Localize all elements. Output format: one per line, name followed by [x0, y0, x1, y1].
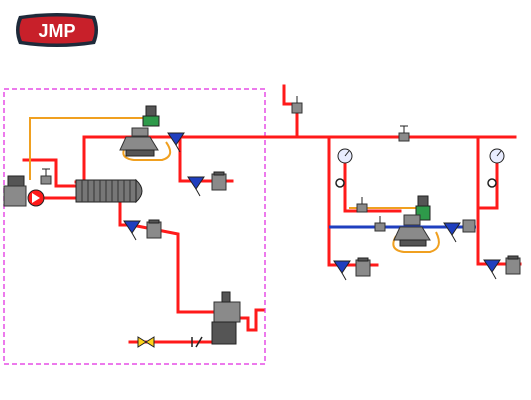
siphon-icon-2 — [487, 178, 497, 188]
logo-text: JMP — [38, 21, 75, 41]
steam-trap-icon-2 — [146, 219, 162, 239]
pressure-reducing-valve-icon-2 — [393, 195, 431, 247]
package-boundary — [3, 88, 266, 365]
gauge-riser-pipe-2 — [477, 161, 499, 210]
steam-trap-icon-4 — [505, 255, 521, 275]
strainer-icon-5 — [443, 222, 461, 243]
gate-valve-icon-4 — [356, 197, 368, 213]
exchanger-drain-pipe — [118, 198, 216, 314]
tank-vent-pipe — [238, 308, 265, 332]
pilot-loop-2 — [392, 231, 440, 253]
steam-trap-icon-1 — [211, 171, 227, 191]
pressure-reducing-valve-icon — [119, 105, 160, 157]
strainer-icon-6 — [483, 259, 501, 280]
check-valve-icon — [191, 336, 203, 348]
tank-icon — [211, 291, 241, 345]
gauge-riser-pipe — [343, 161, 402, 213]
gate-valve-icon-2 — [291, 96, 303, 114]
jmp-logo: JMP — [16, 13, 98, 47]
pump-suction-pipe — [22, 158, 78, 188]
gate-valve-icon-1 — [40, 168, 52, 185]
strainer-icon-2 — [187, 176, 205, 197]
gate-valve-icon-3 — [398, 125, 410, 142]
steam-to-exchanger-pipe — [74, 135, 86, 184]
branch-right-pipe — [327, 135, 379, 267]
pressure-gauge-icon-2 — [489, 148, 505, 164]
steam-trap-icon-3 — [355, 257, 371, 277]
siphon-icon-1 — [335, 178, 345, 188]
strainer-icon-3 — [123, 220, 141, 241]
pressure-gauge-icon-1 — [337, 148, 353, 164]
steam-supply-pipe — [282, 84, 299, 139]
gate-valve-icon-5 — [374, 216, 386, 232]
steam-trap-icon-5 — [462, 219, 476, 233]
pilot-loop-1 — [122, 141, 172, 161]
strainer-icon-4 — [333, 260, 351, 281]
heat-exchanger-icon — [75, 178, 143, 204]
solenoid-valve-icon — [137, 336, 155, 348]
pump-icon — [3, 175, 45, 207]
strainer-icon-1 — [167, 132, 185, 153]
